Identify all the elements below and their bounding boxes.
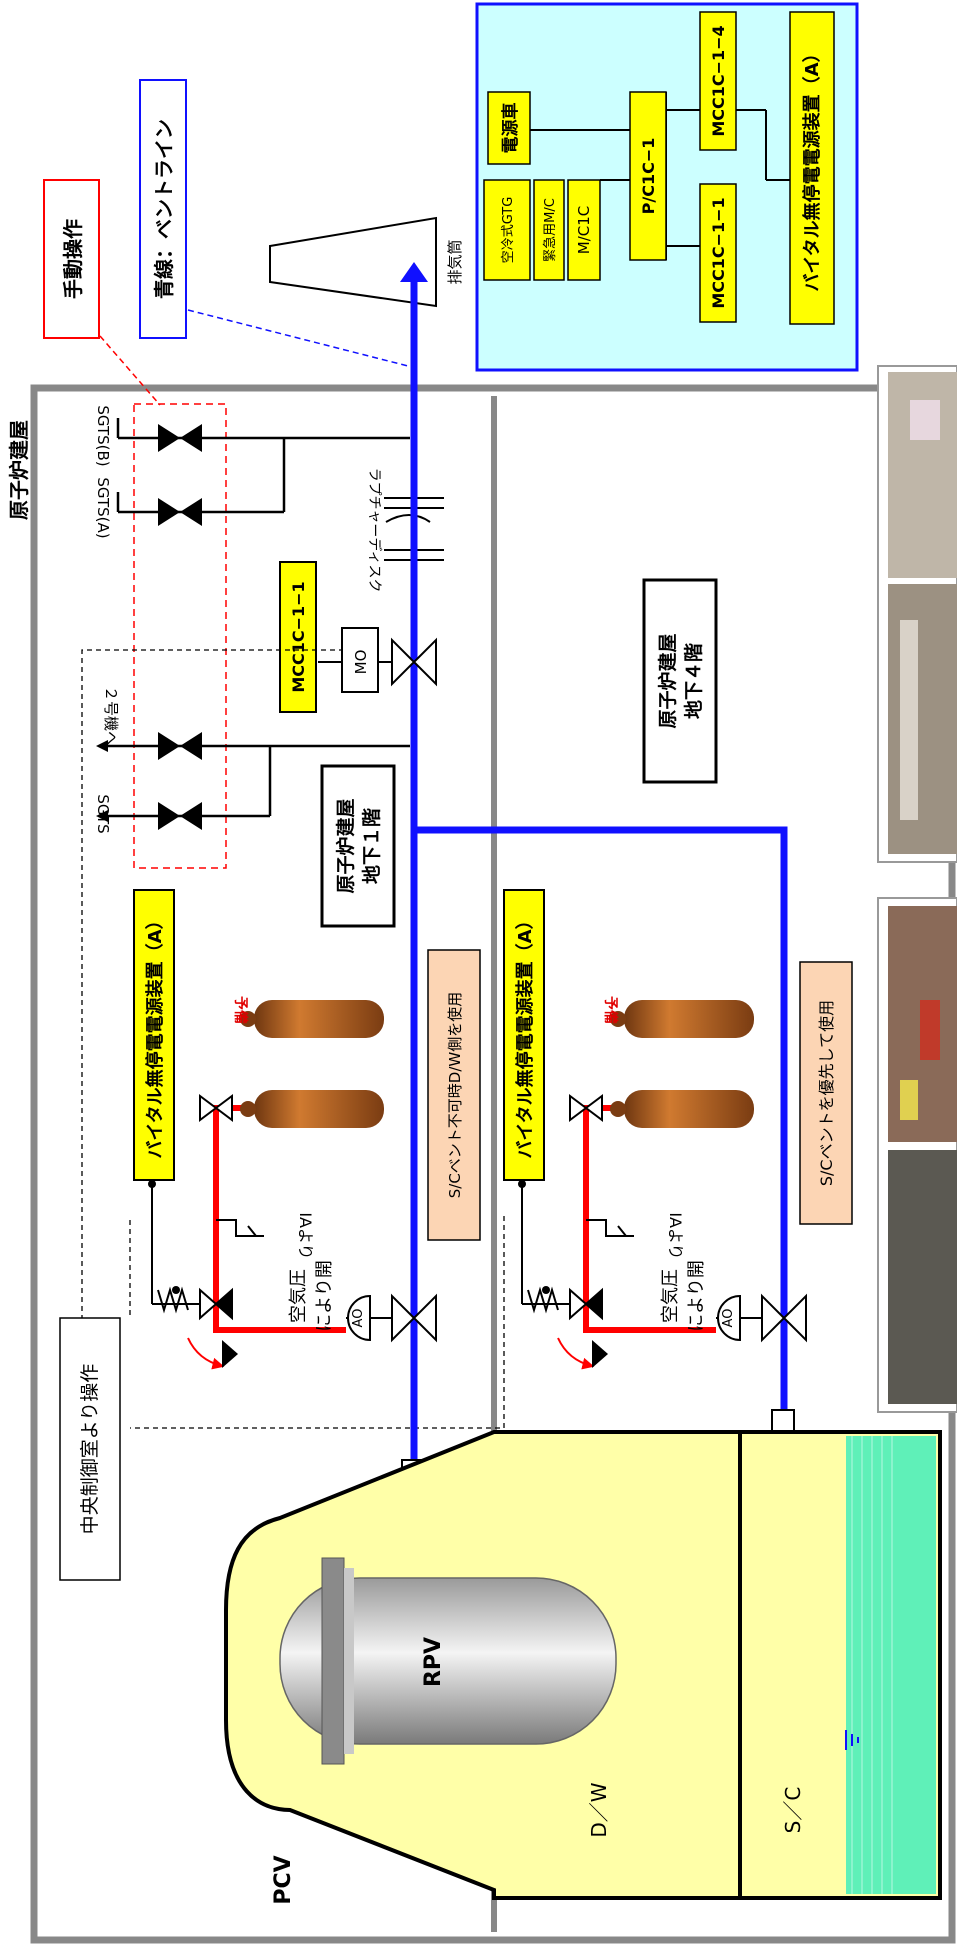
floor-b4-line1: 原子炉建屋	[656, 633, 679, 728]
ups-lower-label: バイタル無停電電源装置（A）	[514, 911, 536, 1158]
site-photo-top	[878, 366, 957, 862]
spare-label-lower: 予備	[602, 996, 619, 1024]
rpv-label: RPV	[421, 1637, 446, 1687]
central-control-label: 中央制御室より操作	[79, 1364, 101, 1535]
dw-note: S/Cベント不可時D/W側を使用	[428, 950, 480, 1240]
ups-upper-label: バイタル無停電電源装置（A）	[144, 911, 166, 1158]
power-truck-label: 電源車	[500, 103, 521, 154]
unit2-label: ２号機へ	[102, 686, 120, 746]
mc1c-label: M/C1C	[575, 206, 593, 255]
sc-ao-label: AO	[721, 1309, 736, 1328]
floor-b1-box: 原子炉建屋 地下１階	[322, 766, 394, 926]
air-open-upper-1: 空気圧	[288, 1269, 309, 1323]
mcc-1-1-label: MCC1C−1−1	[709, 197, 728, 308]
sgts-a-label: SGTS(A)	[94, 477, 112, 538]
sc-label: S／C	[781, 1787, 805, 1834]
vent-callout-leader	[188, 310, 408, 366]
mcc-1-4-label: MCC1C−1−4	[709, 25, 728, 136]
power-supply-panel: 空冷式GTG 緊急用M/C M/C1C 電源車 P/C1C−1 MCC1C−1−…	[477, 4, 857, 370]
vent-line-callout: 青線：ベントライン	[140, 80, 186, 338]
floor-b1-line2: 地下１階	[360, 808, 383, 884]
floor-b4-line2: 地下４階	[682, 643, 705, 719]
mcc-label: MCC1C−1−1	[289, 581, 308, 692]
spare-label-upper: 予備	[232, 996, 249, 1024]
sgts-b-label: SGTS(B)	[94, 405, 112, 466]
pcv-label: PCV	[271, 1855, 296, 1904]
manual-operation-label: 手動操作	[61, 219, 85, 299]
rupture-disk-label: ラプチャーディスク	[366, 468, 383, 593]
air-open-upper-2: により開	[314, 1260, 335, 1332]
containment-vessel	[226, 1432, 940, 1898]
sgts-valve[interactable]	[158, 802, 202, 830]
building-title: 原子炉建屋	[7, 420, 31, 520]
floor-b1-line1: 原子炉建屋	[334, 798, 357, 893]
site-photo-bottom	[878, 898, 957, 1412]
ia-label-upper: IAより	[296, 1212, 315, 1259]
mo-label: MO	[352, 650, 370, 675]
sc-note: S/Cベントを優先して使用	[800, 962, 852, 1224]
sc-note-text: S/Cベントを優先して使用	[817, 1000, 836, 1186]
gtg-label: 空冷式GTG	[501, 197, 516, 264]
dw-label: D／W	[587, 1782, 611, 1837]
ia-label-lower: IAより	[666, 1212, 685, 1259]
dw-ao-label: AO	[351, 1309, 366, 1328]
pc1c-label: P/C1C−1	[639, 138, 658, 215]
vent-line	[414, 268, 784, 1460]
manual-valve-zone	[134, 404, 226, 868]
manual-callout-leader	[100, 336, 160, 405]
air-open-lower-1: 空気圧	[660, 1269, 681, 1323]
emergency-mc-label: 緊急用M/C	[543, 198, 558, 262]
vent-line-label: 青線：ベントライン	[152, 119, 176, 299]
dw-note-text: S/Cベント不可時D/W側を使用	[446, 992, 464, 1199]
panel-ups-label: バイタル無停電電源装置（A）	[801, 44, 823, 291]
floor-b4-box: 原子炉建屋 地下４階	[644, 580, 716, 782]
manual-operation-callout: 手動操作	[44, 180, 99, 338]
exhaust-stack-label: 排気筒	[446, 239, 464, 284]
sgts-b-valve[interactable]	[158, 424, 202, 452]
sgts-label: SGTS	[94, 794, 112, 833]
unit2-valve[interactable]	[158, 732, 202, 760]
air-open-lower-2: により開	[686, 1260, 707, 1332]
central-control-box: 中央制御室より操作	[60, 1318, 120, 1580]
sgts-a-valve[interactable]	[158, 498, 202, 526]
